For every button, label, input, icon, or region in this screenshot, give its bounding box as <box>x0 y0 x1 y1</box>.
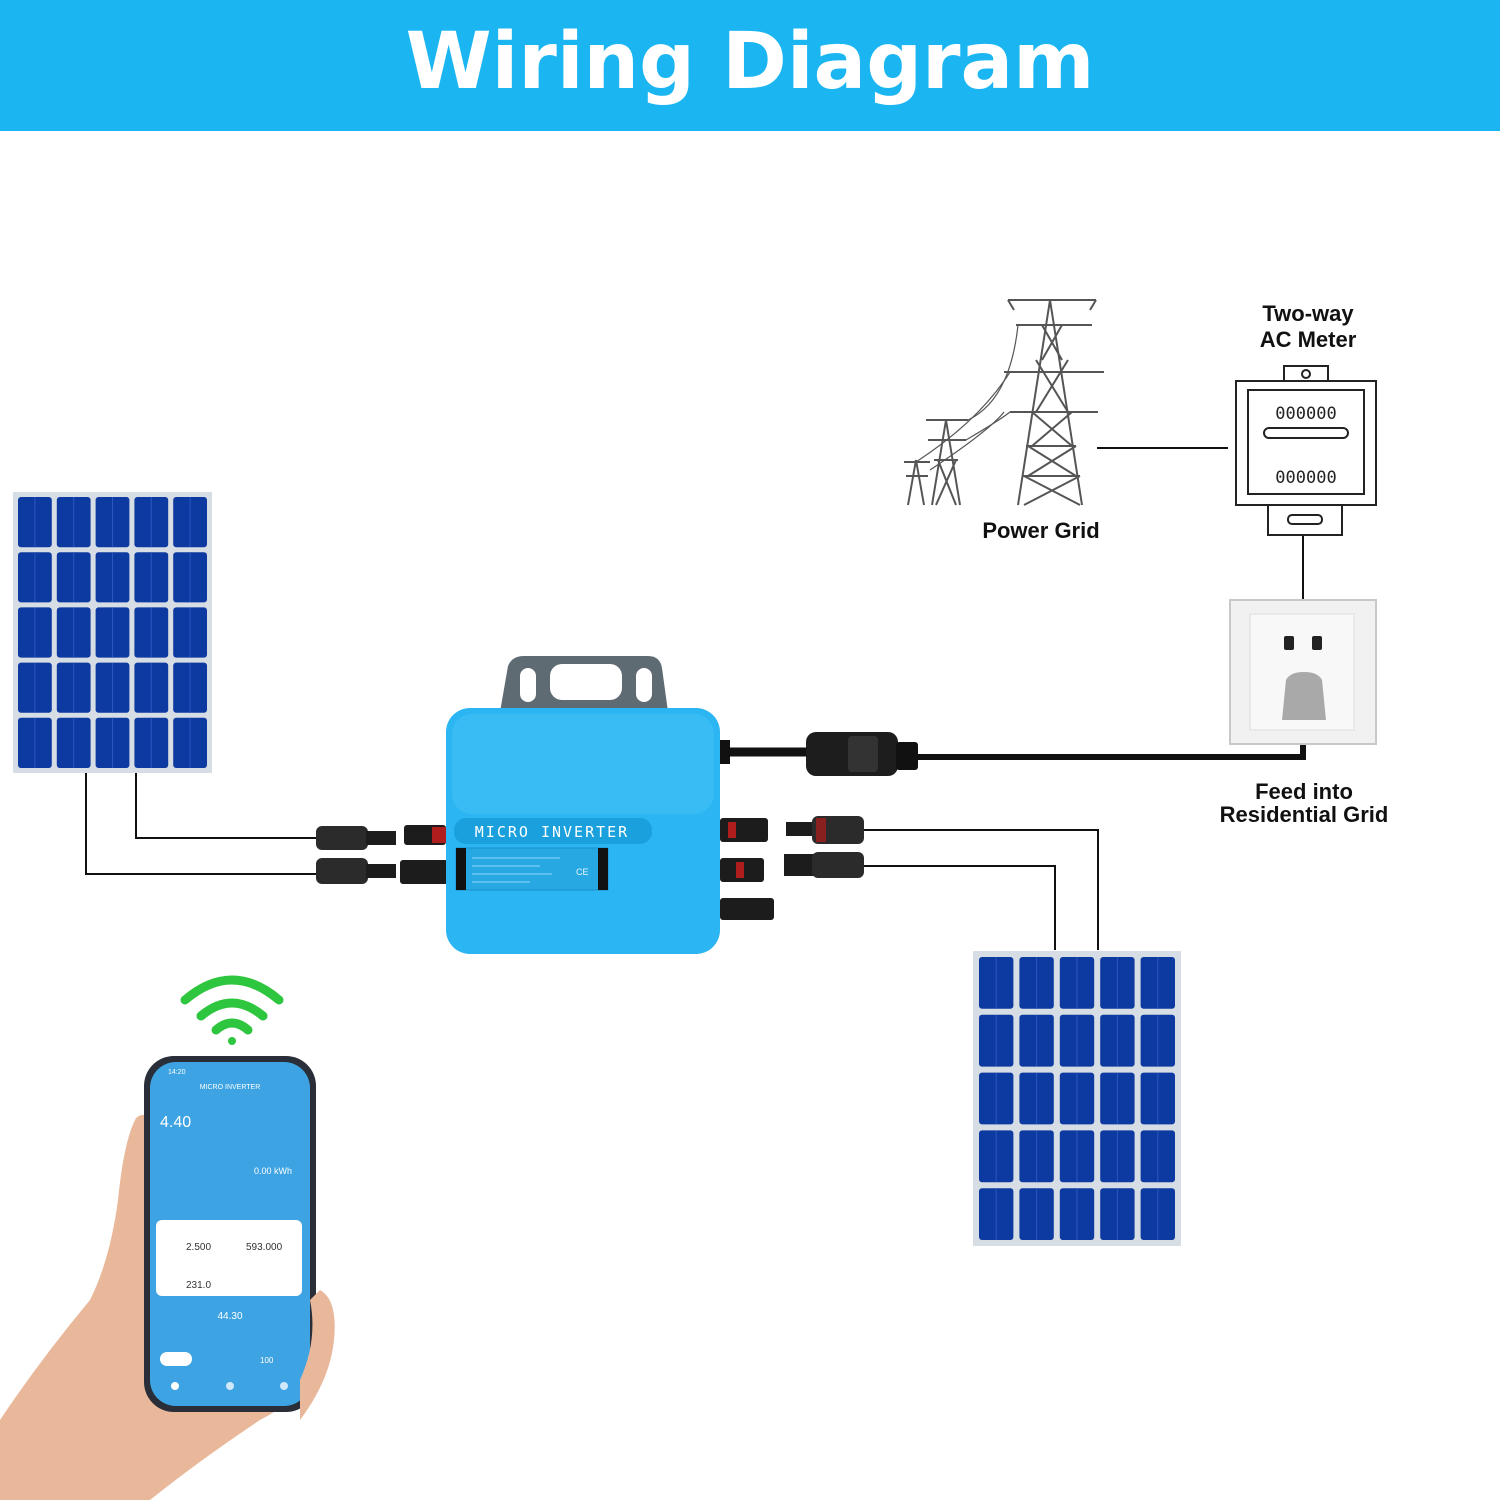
hand-holding-phone: 14:20 MICRO INVERTER 4.40 0.00 kWh 2.500… <box>0 1056 335 1500</box>
left-mc4-connectors <box>316 825 448 884</box>
phone-bottom-value: 44.30 <box>217 1311 242 1322</box>
power-grid-label: Power Grid <box>982 518 1100 543</box>
solar-cells-left <box>18 497 207 768</box>
solar-panel-left <box>13 492 212 773</box>
micro-inverter: MICRO INVERTER CE <box>446 656 730 954</box>
phone-setting-button[interactable] <box>160 1352 192 1366</box>
solar-panel-right <box>973 951 1181 1246</box>
phone-app-title: MICRO INVERTER <box>200 1084 261 1091</box>
wifi-icon <box>180 975 284 1045</box>
phone-card-value-2: 593.000 <box>246 1242 283 1253</box>
page-title: Wiring Diagram <box>405 17 1095 107</box>
meter-top-digits: 000000 <box>1275 404 1336 424</box>
label-fine-print <box>472 857 560 883</box>
phone-nav-settings-icon[interactable] <box>280 1382 288 1390</box>
left-panel-wire-2 <box>85 772 318 875</box>
meter-label-line-1: Two-way <box>1262 301 1354 326</box>
left-panel-wire-1 <box>135 772 318 839</box>
wires <box>85 447 1304 950</box>
feed-grid-label: Feed into Residential Grid <box>1194 780 1414 826</box>
phone-slider-value: 100 <box>260 1356 274 1365</box>
feed-label-line-2: Residential Grid <box>1219 802 1389 827</box>
phone-nav-home-icon[interactable] <box>171 1382 179 1390</box>
phone-energy: 0.00 kWh <box>254 1166 292 1176</box>
right-panel-wire-2 <box>862 865 1056 950</box>
phone-main-value: 4.40 <box>160 1114 191 1131</box>
phone-data-card <box>156 1220 302 1296</box>
phone-time: 14:20 <box>168 1069 186 1076</box>
meter-label: Two-way AC Meter <box>1220 301 1396 353</box>
meter-label-line-2: AC Meter <box>1259 327 1357 352</box>
ac-meter: 000000 000000 <box>1235 365 1377 536</box>
title-banner: Wiring Diagram <box>0 0 1500 131</box>
right-mc4-connectors <box>720 816 864 920</box>
phone-nav-data-icon[interactable] <box>226 1382 234 1390</box>
power-tower-icon <box>904 299 1104 506</box>
phone-card-value-3: 231.0 <box>186 1280 211 1291</box>
wall-socket-icon <box>1229 599 1377 745</box>
meter-bottom-digits: 000000 <box>1275 468 1336 488</box>
phone-card-value-1: 2.500 <box>186 1242 211 1253</box>
solar-cells-right <box>979 957 1175 1240</box>
feed-label-line-1: Feed into <box>1255 779 1353 804</box>
right-panel-wire-1 <box>862 829 1099 950</box>
ce-mark-icon: CE <box>576 867 589 877</box>
inverter-name-label: MICRO INVERTER <box>475 823 629 841</box>
ac-connector <box>806 732 918 776</box>
